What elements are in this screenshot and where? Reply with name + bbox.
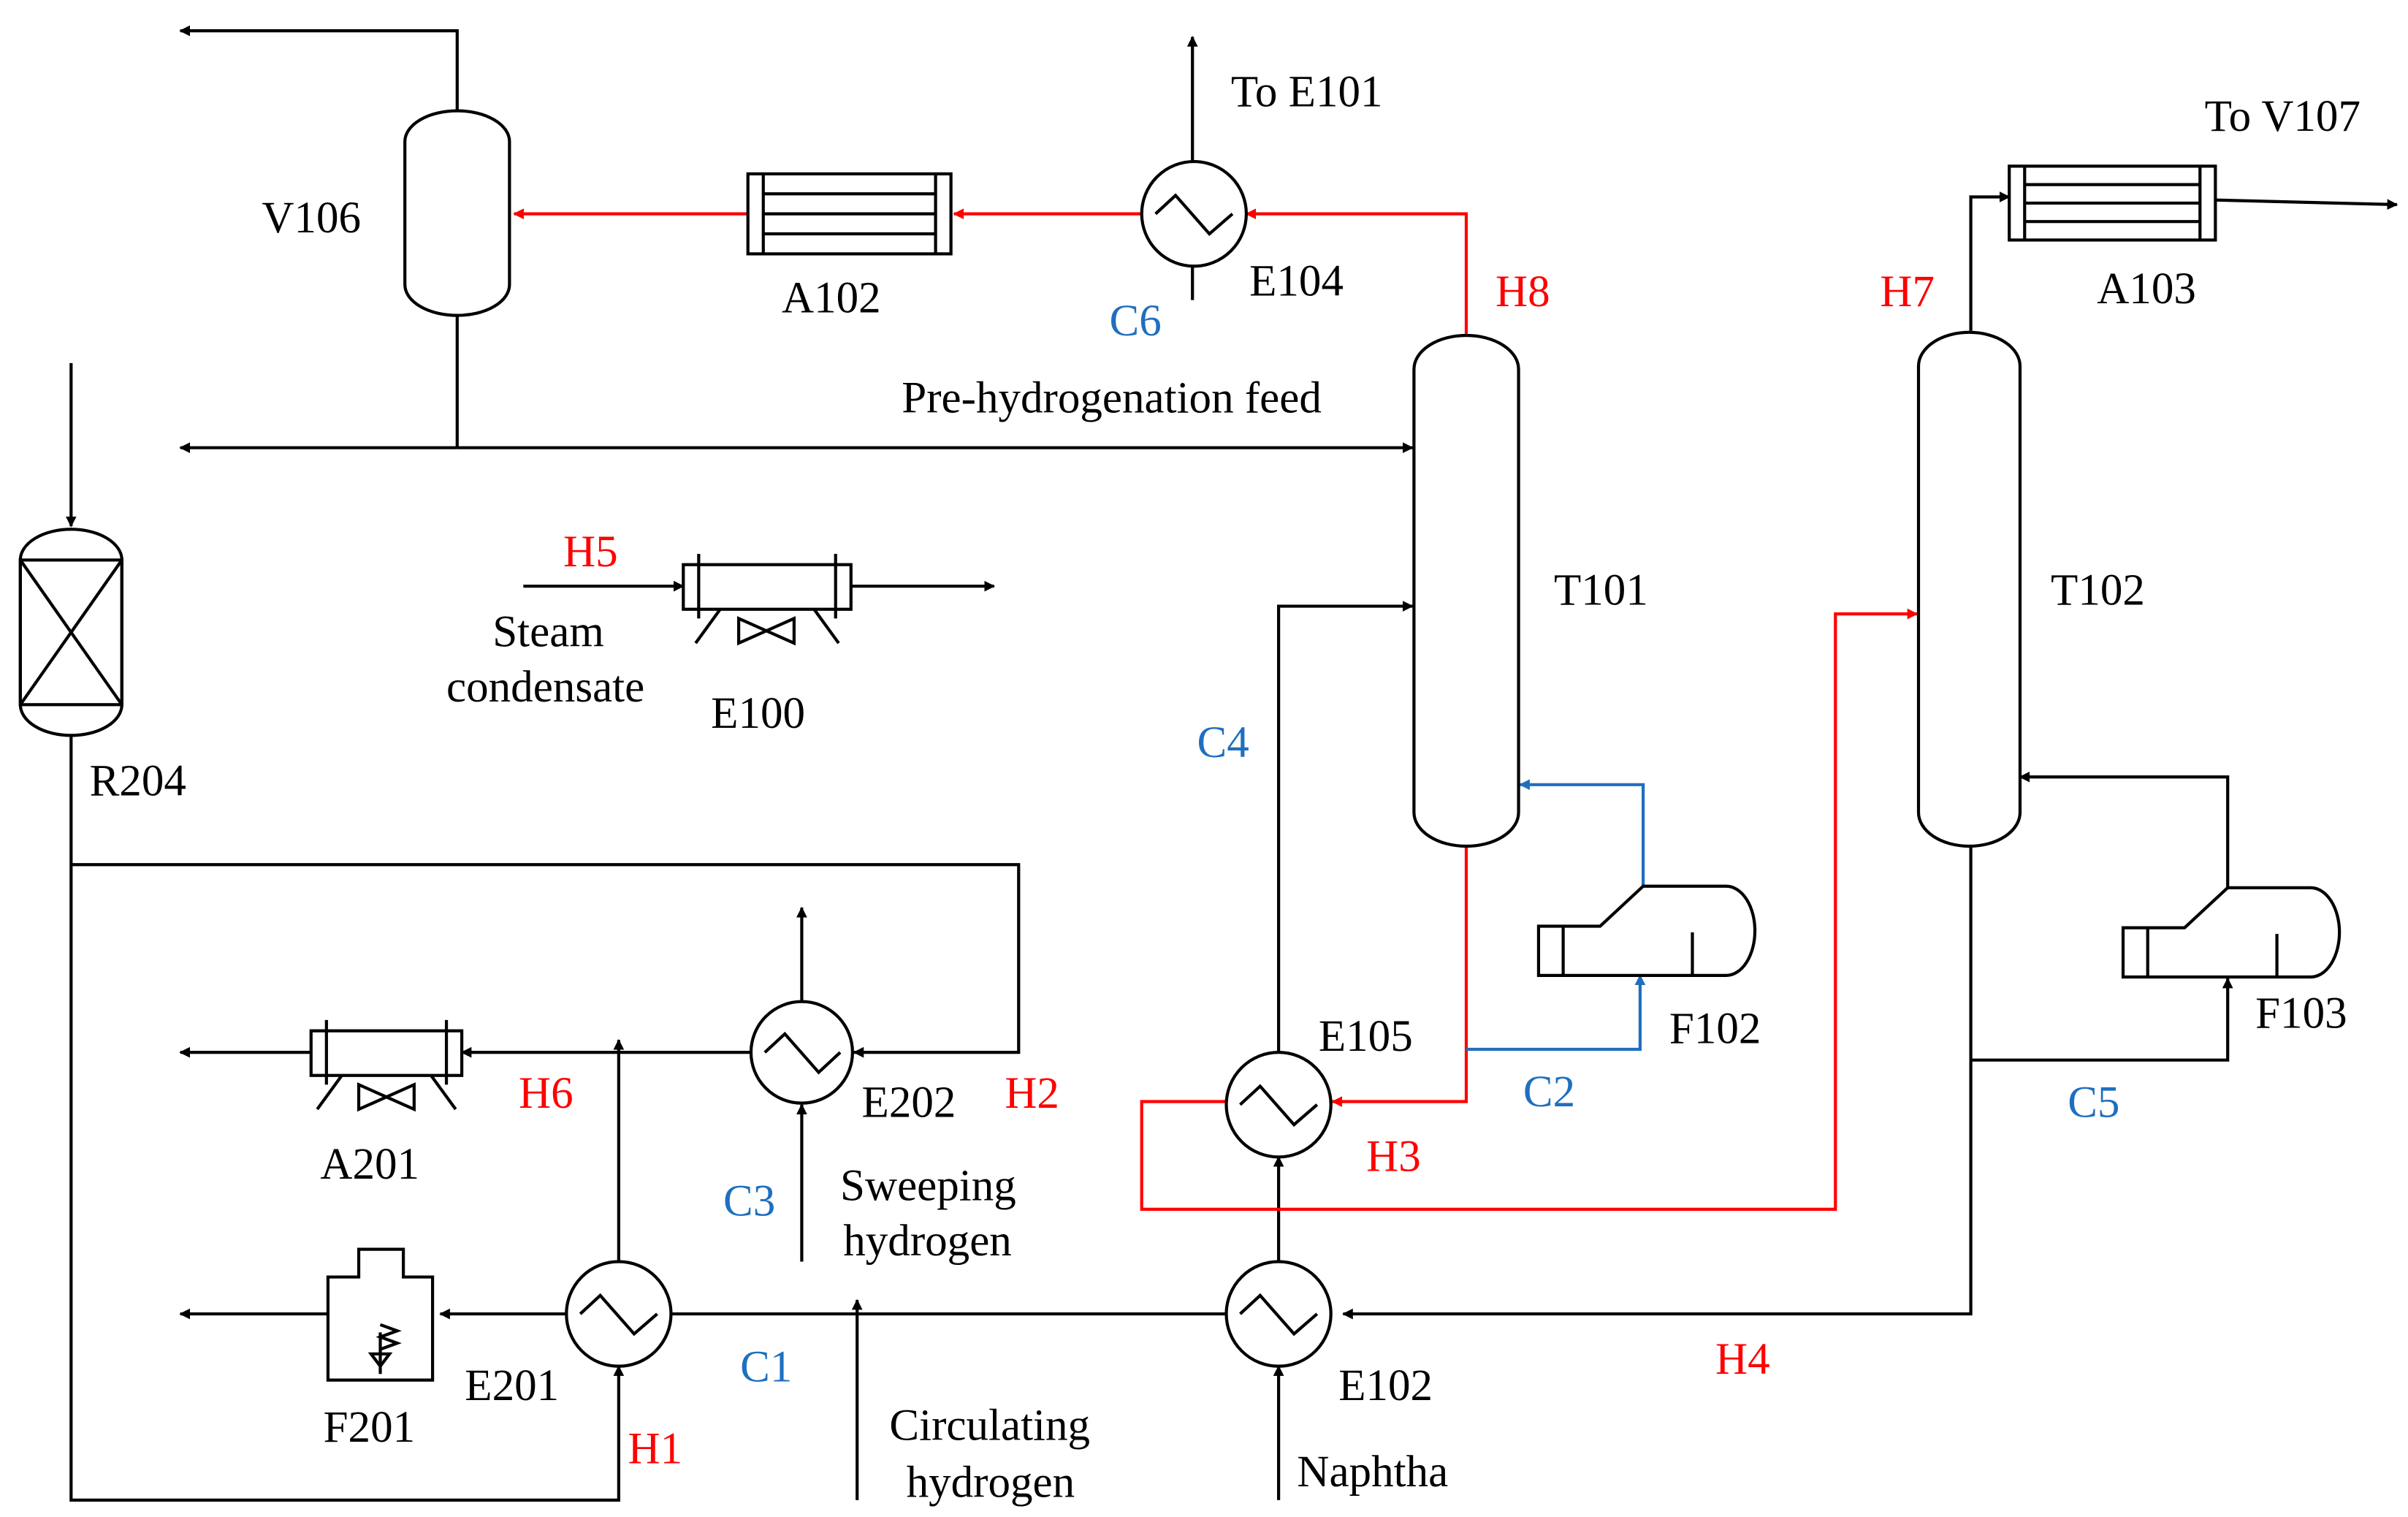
sweeping-hydrogen-annotation: hydrogen: [843, 1217, 1012, 1266]
f201-label: F201: [324, 1403, 416, 1452]
v106-label: V106: [262, 194, 361, 243]
e104-exchanger: [1140, 159, 1249, 300]
t102-label: T102: [2051, 566, 2145, 615]
e201-exchanger: [565, 1260, 673, 1368]
f103-label: F103: [2255, 989, 2347, 1038]
h8-label: H8: [1496, 267, 1550, 316]
equipment-labels: V106 A102 E104 T101 T102 A103 R204 E100 …: [90, 194, 2347, 1452]
c2-label: C2: [1523, 1068, 1575, 1117]
h7-label: H7: [1880, 267, 1935, 316]
a102-cooler: [746, 172, 953, 256]
e105-exchanger: [1224, 1051, 1333, 1159]
f102-return-line: [1519, 779, 1645, 886]
c1-label: C1: [740, 1343, 792, 1392]
hot-stream-labels: H1 H2 H3 H4 H5 H6 H7 H8: [519, 267, 1935, 1473]
a201-label: A201: [320, 1140, 419, 1189]
e201-label: E201: [465, 1361, 559, 1410]
r204-outlet-h1-line: [69, 735, 625, 1502]
circulating-annotation: Circulating: [889, 1402, 1090, 1451]
e100-air-cooler: [682, 553, 853, 646]
steam-annotation: Steam: [492, 607, 604, 656]
pre-hydrogenation-feed-annotation: Pre-hydrogenation feed: [902, 373, 1322, 422]
h2-label: H2: [1005, 1069, 1059, 1118]
e202-label: E202: [862, 1079, 956, 1128]
f103-furnace: [2121, 886, 2342, 979]
r204-reactor: [18, 528, 123, 737]
e104-label: E104: [1249, 256, 1344, 305]
f102-label: F102: [1669, 1005, 1761, 1054]
t102-column: [1916, 330, 2022, 848]
e202-exchanger: [749, 1000, 855, 1105]
a201-air-cooler: [309, 1019, 464, 1112]
t102-overhead-line: [1969, 191, 2011, 331]
h3-line: [1331, 846, 1468, 1107]
v106-drum: [403, 109, 511, 317]
t101-label: T101: [1554, 566, 1648, 615]
a102-label: A102: [782, 273, 881, 322]
circulating-hydrogen-annotation: hydrogen: [907, 1459, 1075, 1508]
h1-label: H1: [628, 1424, 682, 1473]
h4-line: [1342, 846, 1973, 1320]
t101-column: [1412, 333, 1520, 848]
f201-heater: [326, 1247, 435, 1382]
e102-label: E102: [1338, 1361, 1433, 1410]
a103-cooler: [2008, 164, 2217, 242]
h4-label: H4: [1715, 1335, 1770, 1384]
h3-label: H3: [1366, 1132, 1421, 1181]
c2-line: [1466, 974, 1646, 1052]
blue-cold-lines: [1466, 779, 1646, 1052]
cold-stream-labels: C1 C2 C3 C4 C5 C6: [723, 297, 2119, 1392]
c4-line: [1277, 601, 1414, 1053]
to-e101-annotation: To E101: [1231, 67, 1383, 116]
c5-label: C5: [2068, 1079, 2119, 1128]
h5-label: H5: [563, 528, 618, 577]
c5-line: [1970, 977, 2233, 1062]
sweeping-annotation: Sweeping: [840, 1161, 1016, 1210]
naphtha-annotation: Naphtha: [1297, 1448, 1448, 1497]
f103-return-line: [2019, 771, 2230, 888]
f102-furnace: [1536, 884, 1757, 977]
c4-label: C4: [1197, 718, 1249, 767]
c6-label: C6: [1110, 297, 1162, 346]
e100-label: E100: [711, 689, 805, 738]
c3-label: C3: [723, 1176, 775, 1225]
h2-line: [71, 863, 1021, 1058]
to-v107-annotation: To V107: [2205, 92, 2361, 141]
a103-label: A103: [2097, 265, 2196, 313]
to-v107-line: [2215, 198, 2399, 210]
red-hot-lines: [513, 208, 1919, 1212]
black-process-lines: [65, 25, 2399, 1502]
e105-label: E105: [1319, 1012, 1413, 1061]
condensate-annotation: condensate: [446, 663, 644, 712]
h8-line: [1245, 208, 1468, 334]
annotations: To E101 To V107 Pre-hydrogenation feed S…: [446, 67, 2361, 1507]
h3-to-t102-line: [1140, 608, 1919, 1212]
r204-label: R204: [90, 757, 186, 806]
v106-overhead-line: [179, 25, 459, 111]
e102-exchanger: [1224, 1260, 1333, 1368]
h6-label: H6: [519, 1069, 574, 1118]
